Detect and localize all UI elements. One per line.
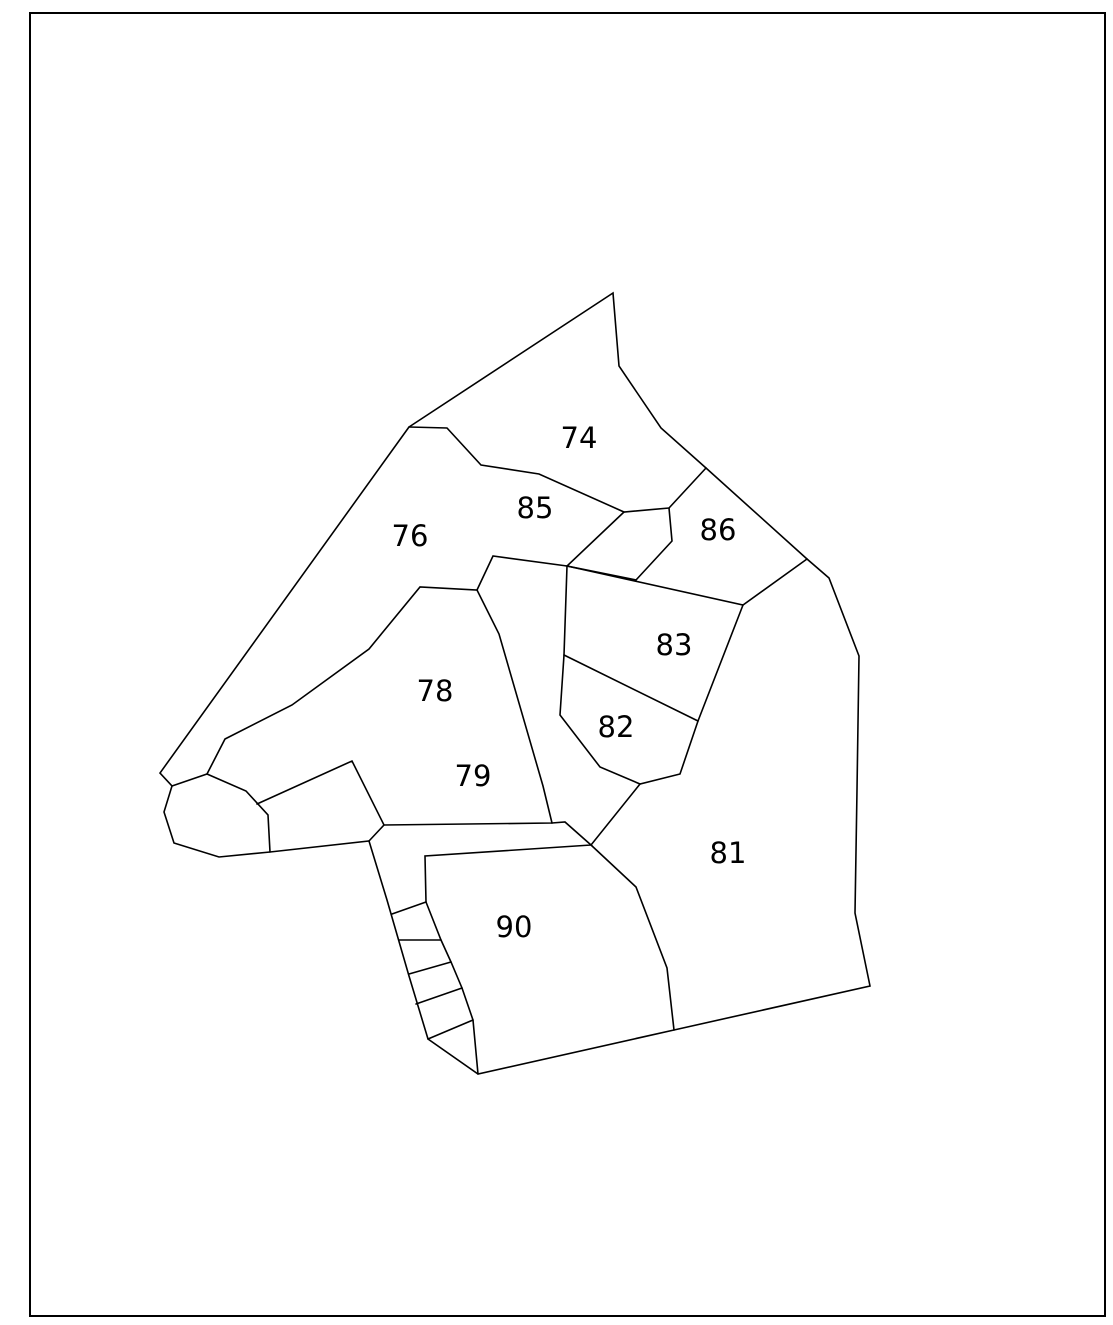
parcel-label-90: 90 bbox=[496, 910, 533, 944]
boundary-muzzle bbox=[257, 761, 384, 825]
boundary-85-86 bbox=[567, 512, 636, 580]
boundary-74-85 bbox=[409, 427, 706, 512]
parcel-label-81: 81 bbox=[710, 836, 747, 870]
parcel-label-85: 85 bbox=[517, 491, 554, 525]
strip-line-1 bbox=[392, 902, 426, 914]
boundary-79-90 bbox=[369, 822, 591, 902]
strip-line-5 bbox=[428, 1020, 473, 1039]
outer-boundary bbox=[160, 293, 870, 1074]
boundary-76-78 bbox=[207, 556, 567, 774]
boundary-strip-east bbox=[426, 902, 478, 1074]
boundary-nose bbox=[172, 774, 270, 852]
map-frame bbox=[30, 13, 1105, 1316]
parcel-label-83: 83 bbox=[656, 628, 693, 662]
parcel-labels: 74 85 86 76 83 78 82 79 81 90 bbox=[392, 421, 747, 944]
parcel-label-78: 78 bbox=[417, 674, 454, 708]
parcel-label-79: 79 bbox=[455, 759, 492, 793]
parcel-label-82: 82 bbox=[598, 710, 635, 744]
boundary-86-west bbox=[636, 508, 672, 580]
strip-line-3 bbox=[409, 962, 451, 974]
parcel-boundaries bbox=[160, 293, 870, 1074]
strip-line-4 bbox=[416, 988, 462, 1004]
parcel-label-86: 86 bbox=[700, 513, 737, 547]
parcel-label-74: 74 bbox=[561, 421, 598, 455]
boundary-81-west bbox=[591, 784, 674, 1030]
boundary-83-86 bbox=[567, 559, 807, 605]
parcel-label-76: 76 bbox=[392, 519, 429, 553]
